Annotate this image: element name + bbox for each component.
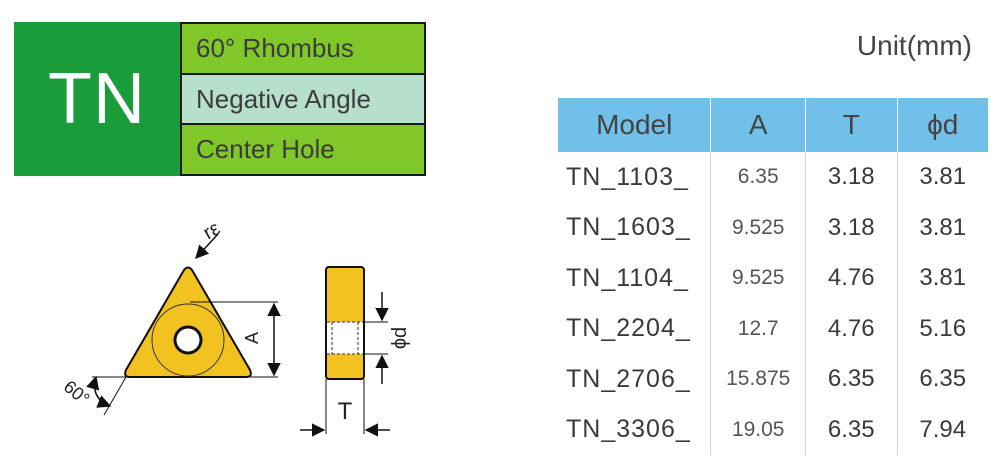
cell-model: TN_2204_ [558, 303, 712, 354]
cell-t: 6.35 [805, 404, 898, 455]
cell-model: TN_1603_ [558, 202, 712, 253]
cell-a: 9.525 [710, 253, 807, 304]
cell-model: TN_3306_ [558, 404, 712, 455]
cell-t: 3.18 [805, 152, 898, 203]
table-row: TN_1103_ 6.35 3.18 3.81 [558, 152, 988, 203]
cell-t: 4.76 [805, 253, 898, 304]
shape-description: 60° Rhombus [182, 24, 424, 73]
a-label: A [242, 332, 262, 344]
cell-model: TN_2706_ [558, 354, 712, 405]
cell-a: 12.7 [710, 303, 807, 354]
insert-code-letters: TN [14, 22, 180, 176]
cell-t: 3.18 [805, 202, 898, 253]
cell-t: 4.76 [805, 303, 898, 354]
triangle-insert-drawing: A rε 60° [60, 217, 281, 416]
table-row: TN_1603_ 9.525 3.18 3.81 [558, 202, 988, 253]
triangle-insert-shape [124, 266, 252, 378]
insert-code-block: TN 60° Rhombus Negative Angle Center Hol… [14, 22, 426, 176]
cell-model: TN_1104_ [558, 253, 712, 304]
hole-description: Center Hole [182, 123, 424, 175]
cell-d: 3.81 [919, 213, 967, 241]
cell-d: 7.94 [919, 415, 967, 443]
unit-label: Unit(mm) [856, 30, 972, 61]
header-t: T [805, 98, 898, 152]
table-header-row: Model A T ϕd [558, 98, 988, 152]
cell-d: 6.35 [919, 365, 967, 393]
inscribed-circle [151, 303, 225, 377]
table-row: TN_2204_ 12.7 4.76 5.16 [558, 303, 988, 354]
cell-t: 6.35 [805, 354, 898, 405]
side-view-hole [327, 322, 363, 354]
header-model: Model [558, 98, 712, 152]
cell-a: 15.875 [710, 354, 807, 405]
spec-table: Model A T ϕd TN_1103_ 6.35 3.18 3.81 TN_… [558, 98, 988, 455]
cell-d: 5.16 [919, 314, 967, 342]
cell-d: 3.81 [919, 163, 967, 191]
cell-a: 6.35 [710, 152, 807, 203]
corner-radius-leader [195, 233, 219, 259]
angle-label: 60° [60, 376, 94, 409]
center-hole [173, 325, 203, 355]
cell-model: TN_1103_ [558, 152, 712, 203]
side-view-drawing: ϕd T [300, 266, 411, 437]
cell-a: 9.525 [710, 202, 807, 253]
header-d: ϕd [897, 98, 988, 152]
table-row: TN_1104_ 9.525 4.76 3.81 [558, 253, 988, 304]
insert-code-descriptions: 60° Rhombus Negative Angle Center Hole [180, 22, 426, 176]
d-label: ϕd [389, 327, 411, 349]
cell-a: 19.05 [710, 404, 807, 455]
header-a: A [710, 98, 807, 152]
angle-arc [86, 375, 112, 408]
cell-d: 3.81 [919, 264, 967, 292]
t-label: T [338, 398, 353, 425]
angle-description: Negative Angle [182, 72, 424, 124]
table-row: TN_3306_ 19.05 6.35 7.94 [558, 404, 988, 455]
corner-radius-label: rε [200, 217, 225, 244]
table-row: TN_2706_ 15.875 6.35 6.35 [558, 354, 988, 405]
